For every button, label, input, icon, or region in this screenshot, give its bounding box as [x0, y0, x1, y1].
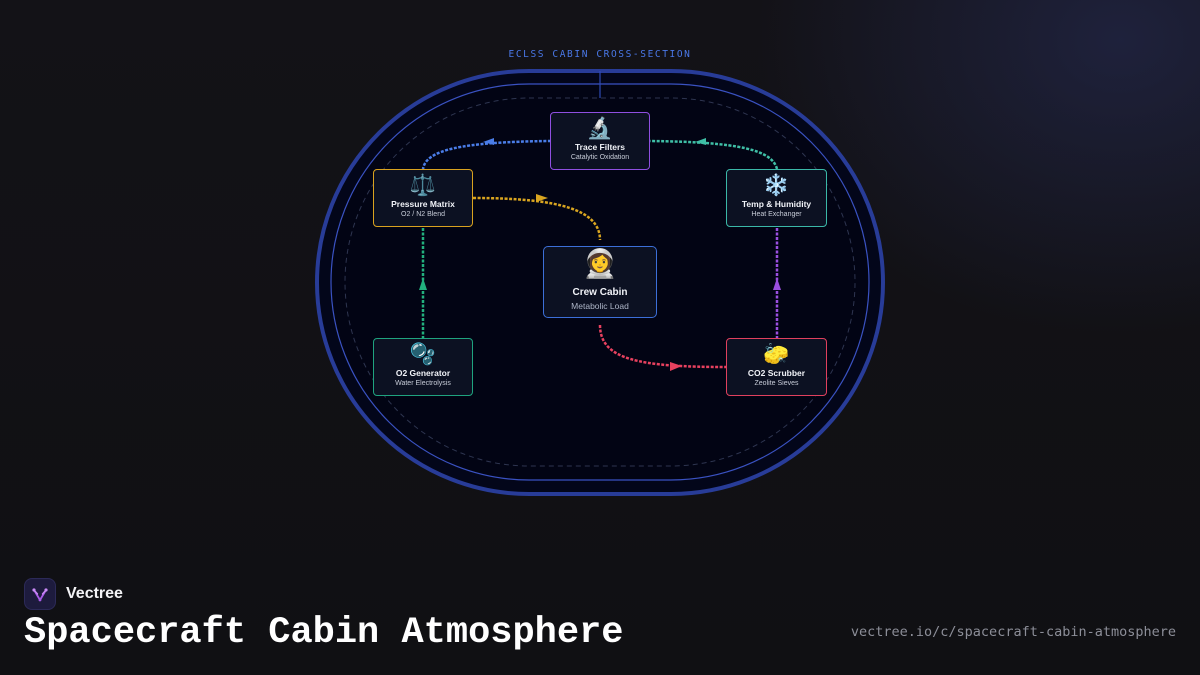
node-subtitle: Water Electrolysis — [395, 380, 451, 387]
node-subtitle: Catalytic Oxidation — [570, 154, 630, 161]
sponge-icon: 🧽 — [763, 342, 790, 366]
node-title: Pressure Matrix — [391, 199, 455, 209]
arrow-trace-to-pressure — [483, 138, 494, 145]
node-title: O2 Generator — [395, 368, 451, 378]
link-trace-to-pressure — [421, 139, 552, 170]
node-title: Crew Cabin — [572, 287, 628, 298]
link-pressure-to-cabin — [472, 196, 602, 241]
node-title: Temp & Humidity — [741, 199, 812, 209]
arrow-pressure-to-cabin — [536, 194, 548, 202]
node-o2-generator[interactable]: 🫧 O2 Generator Water Electrolysis — [373, 338, 473, 396]
brand[interactable]: Vectree — [24, 577, 123, 611]
node-title: CO2 Scrubber — [747, 368, 806, 378]
astronaut-icon: 👩‍🚀 — [582, 247, 618, 280]
arrow-cabin-to-scrubber — [670, 362, 682, 371]
vectree-logo-icon — [24, 578, 56, 610]
node-crew-cabin[interactable]: 👩‍🚀 Crew Cabin Metabolic Load — [543, 246, 657, 318]
node-subtitle: O2 / N2 Blend — [401, 211, 445, 218]
link-cabin-to-scrubber — [598, 324, 728, 369]
node-temp-humidity[interactable]: ❄️ Temp & Humidity Heat Exchanger — [726, 169, 827, 227]
arrow-scrubber-to-temp — [773, 278, 781, 290]
node-subtitle: Metabolic Load — [571, 301, 629, 311]
node-co2-scrubber[interactable]: 🧽 CO2 Scrubber Zeolite Sieves — [726, 338, 827, 396]
node-trace-filters[interactable]: 🔬 Trace Filters Catalytic Oxidation — [550, 112, 650, 170]
arrow-temp-to-trace — [695, 138, 706, 145]
node-title: Trace Filters — [574, 142, 626, 152]
vectree-logo-mark — [32, 588, 48, 602]
bubbles-icon: 🫧 — [409, 342, 437, 366]
page-title: Spacecraft Cabin Atmosphere — [24, 612, 624, 654]
diagram-header-label: ECLSS CABIN CROSS-SECTION — [509, 49, 692, 60]
microscope-icon: 🔬 — [586, 116, 614, 140]
node-subtitle: Zeolite Sieves — [754, 380, 799, 387]
node-pressure-matrix[interactable]: ⚖️ Pressure Matrix O2 / N2 Blend — [373, 169, 473, 227]
page-url[interactable]: vectree.io/c/spacecraft-cabin-atmosphere — [850, 624, 1176, 640]
link-temp-to-trace — [649, 139, 779, 170]
arrow-o2-to-pressure — [419, 278, 427, 290]
flow-links — [419, 138, 781, 371]
node-subtitle: Heat Exchanger — [751, 211, 802, 218]
snowflake-icon: ❄️ — [763, 173, 790, 197]
balance-scale-icon: ⚖️ — [409, 173, 437, 197]
brand-name: Vectree — [66, 585, 123, 602]
